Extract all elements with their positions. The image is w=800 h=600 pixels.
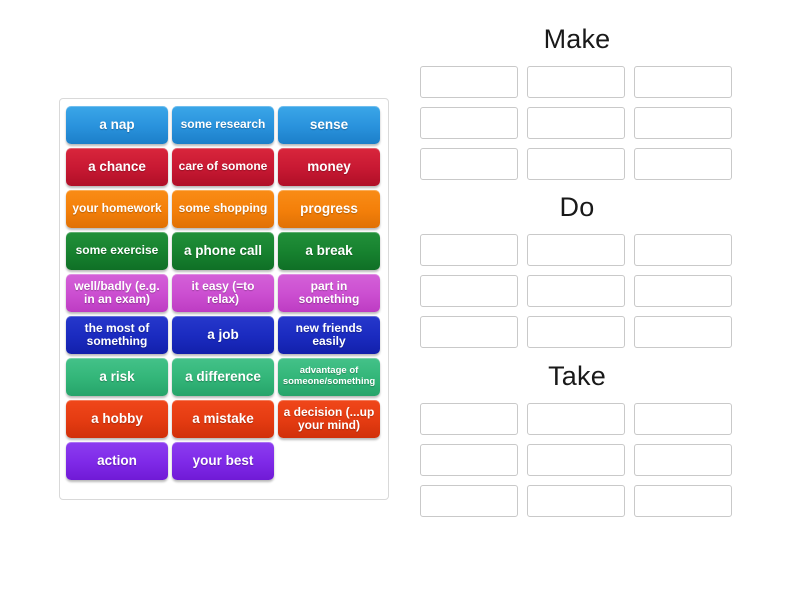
word-tile[interactable]: some research (172, 106, 274, 144)
word-tile[interactable]: a decision (...up your mind) (278, 400, 380, 438)
word-tile[interactable]: sense (278, 106, 380, 144)
word-tile-label: it easy (=to relax) (191, 278, 255, 306)
drop-slot[interactable] (527, 148, 625, 180)
word-tile-label: action (97, 452, 137, 468)
word-tile-label: a nap (99, 116, 135, 132)
drop-slot[interactable] (420, 444, 518, 476)
drop-slot[interactable] (634, 66, 732, 98)
drop-slot[interactable] (634, 234, 732, 266)
word-tile-bank: a nap some research sense a chance care of s… (59, 98, 389, 500)
word-tile[interactable]: it easy (=to relax) (172, 274, 274, 312)
drop-slot[interactable] (634, 275, 732, 307)
drop-slot[interactable] (527, 403, 625, 435)
drop-slot[interactable] (420, 66, 518, 98)
drop-slot-grid (420, 234, 734, 348)
drop-slot[interactable] (527, 316, 625, 348)
word-tile[interactable]: new friends easily (278, 316, 380, 354)
word-tile-label: new friends easily (295, 320, 363, 348)
word-tile[interactable]: the most of something (66, 316, 168, 354)
word-tile-label: a job (207, 326, 239, 342)
category-zone-title: Take (548, 361, 606, 391)
drop-slot[interactable] (527, 66, 625, 98)
word-tile-label: a mistake (192, 410, 254, 426)
word-tile[interactable]: care of somone (172, 148, 274, 186)
word-tile-label: a phone call (183, 242, 263, 258)
word-tile[interactable]: a break (278, 232, 380, 270)
drop-slot[interactable] (634, 403, 732, 435)
drop-slot[interactable] (420, 148, 518, 180)
word-tile[interactable]: a nap (66, 106, 168, 144)
word-tile-label: your homework (72, 201, 162, 216)
drop-slot[interactable] (634, 316, 732, 348)
drop-slot[interactable] (420, 403, 518, 435)
word-tile[interactable]: progress (278, 190, 380, 228)
category-zone-title: Do (559, 192, 595, 222)
drop-slot[interactable] (420, 234, 518, 266)
word-tile[interactable]: advantage of someone/something (278, 358, 380, 396)
word-tile[interactable]: a phone call (172, 232, 274, 270)
word-tile-label: well/badly (e.g. in an exam) (74, 278, 160, 306)
drop-slot[interactable] (420, 107, 518, 139)
word-tile[interactable]: your homework (66, 190, 168, 228)
drop-slot[interactable] (527, 485, 625, 517)
word-tile-label: some exercise (75, 243, 159, 258)
word-tile-label: money (307, 158, 351, 174)
word-tile[interactable]: money (278, 148, 380, 186)
drop-slot[interactable] (527, 444, 625, 476)
word-tile[interactable]: well/badly (e.g. in an exam) (66, 274, 168, 312)
word-tile[interactable]: a difference (172, 358, 274, 396)
drop-slot-grid (420, 66, 734, 180)
category-zone-title: Make (543, 24, 611, 54)
word-tile[interactable]: action (66, 442, 168, 480)
drop-slot-grid (420, 403, 734, 517)
word-tile[interactable]: a risk (66, 358, 168, 396)
word-tile-label: part in something (298, 278, 360, 306)
drop-slot[interactable] (420, 316, 518, 348)
word-tile-label: some research (180, 117, 266, 132)
word-tile-label: advantage of someone/something (282, 365, 376, 387)
word-tile-grid: a nap some research sense a chance care of s… (66, 106, 382, 480)
word-tile-label: a decision (...up your mind) (283, 404, 375, 432)
word-tile[interactable]: some shopping (172, 190, 274, 228)
word-tile[interactable]: part in something (278, 274, 380, 312)
word-tile[interactable]: a hobby (66, 400, 168, 438)
word-tile-label: sense (309, 116, 349, 132)
drop-slot[interactable] (420, 275, 518, 307)
word-tile-label: a chance (88, 158, 146, 174)
drop-slot[interactable] (527, 107, 625, 139)
category-zone-do: Do (420, 194, 734, 348)
word-tile-label: a hobby (91, 410, 143, 426)
word-tile[interactable]: some exercise (66, 232, 168, 270)
drop-slot[interactable] (634, 107, 732, 139)
word-tile-label: the most of something (84, 320, 150, 348)
word-tile-label: progress (300, 200, 358, 216)
word-tile[interactable]: a mistake (172, 400, 274, 438)
word-tile-label: a risk (99, 368, 135, 384)
word-tile[interactable]: your best (172, 442, 274, 480)
word-tile-label: your best (192, 452, 254, 468)
category-zone-take: Take (420, 363, 734, 517)
drop-slot[interactable] (420, 485, 518, 517)
drop-slot[interactable] (527, 275, 625, 307)
word-tile-label: care of somone (178, 159, 268, 174)
drop-slot[interactable] (634, 485, 732, 517)
category-zone-make: Make (420, 26, 734, 180)
drop-slot[interactable] (634, 148, 732, 180)
drop-slot[interactable] (634, 444, 732, 476)
word-tile[interactable]: a job (172, 316, 274, 354)
word-tile[interactable]: a chance (66, 148, 168, 186)
word-tile-label: a difference (185, 368, 261, 384)
word-tile-label: a break (305, 242, 353, 258)
drop-slot[interactable] (527, 234, 625, 266)
word-tile-label: some shopping (178, 201, 268, 216)
